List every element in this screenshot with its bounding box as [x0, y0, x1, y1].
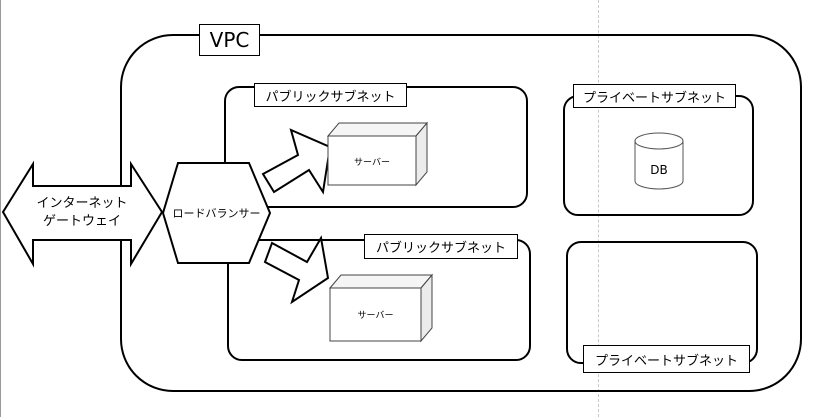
- server-top-box[interactable]: [326, 121, 429, 187]
- public-subnet-top-label: パブリックサブネット: [254, 83, 407, 107]
- database-cylinder[interactable]: [634, 132, 684, 190]
- vpc-label: VPC: [199, 24, 260, 56]
- database-label: DB: [650, 163, 668, 177]
- private-subnet-bottom-label: プライベートサブネット: [583, 345, 750, 373]
- internet-gateway-line1: インターネット: [36, 196, 128, 211]
- canvas-left-edge: [0, 0, 1, 417]
- private-subnet-top-label: プライベートサブネット: [573, 84, 736, 108]
- internet-gateway-line2: ゲートウェイ: [42, 214, 121, 229]
- internet-gateway-arrow[interactable]: [1, 160, 164, 268]
- public-subnet-bottom-label: パブリックサブネット: [364, 234, 518, 259]
- server-bottom-label: サーバー: [357, 310, 394, 321]
- internet-gateway-label: インターネット ゲートウェイ: [33, 194, 131, 232]
- load-balancer-hexagon[interactable]: [161, 162, 272, 264]
- page-guide-line: [598, 0, 599, 417]
- server-top-label: サーバー: [354, 157, 390, 168]
- arrow-to-bottom-server[interactable]: [263, 235, 330, 305]
- arrow-to-top-server[interactable]: [261, 128, 332, 195]
- server-bottom-box[interactable]: [328, 273, 434, 343]
- load-balancer-label: ロードバランサー: [172, 207, 261, 220]
